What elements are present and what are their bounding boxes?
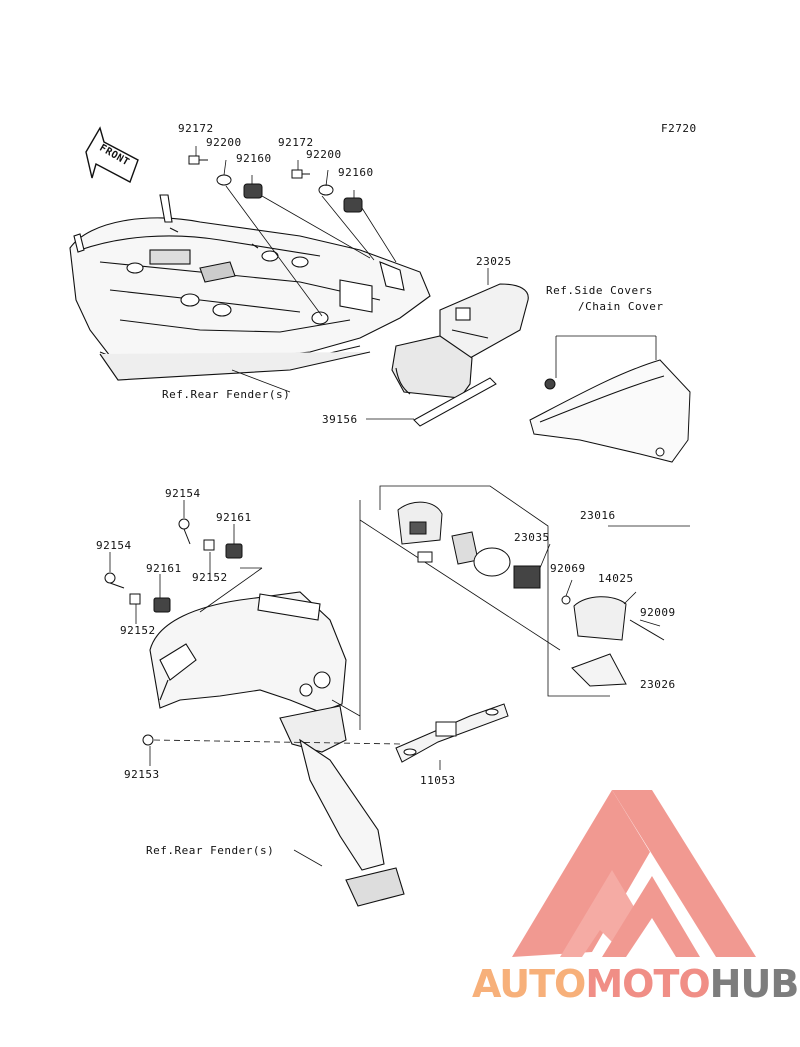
- part-23035[interactable]: 23035: [514, 531, 550, 544]
- leader-lines-top: [195, 146, 489, 420]
- watermark-text: AUTOMOTOHUB: [472, 962, 800, 1006]
- part-92069[interactable]: 92069: [550, 562, 586, 575]
- ref-rear-fender-top[interactable]: Ref.Rear Fender(s): [162, 388, 291, 401]
- license-bracket: [395, 703, 509, 763]
- part-92160-a[interactable]: 92160: [236, 152, 272, 165]
- lamp-box: [359, 485, 690, 730]
- watermark-hub: HUB: [709, 962, 800, 1006]
- watermark-auto: AUTO: [472, 962, 586, 1006]
- ref-rear-fender-bottom[interactable]: Ref.Rear Fender(s): [146, 844, 275, 857]
- part-92153[interactable]: 92153: [124, 768, 160, 781]
- lower-leaders: [109, 500, 441, 867]
- ref-side-covers[interactable]: Ref.Side Covers: [546, 284, 653, 297]
- part-92160-b[interactable]: 92160: [338, 166, 374, 179]
- part-92154-b[interactable]: 92154: [96, 539, 132, 552]
- part-92200-b[interactable]: 92200: [306, 148, 342, 161]
- watermark-logo: [512, 790, 756, 957]
- part-92200-a[interactable]: 92200: [206, 136, 242, 149]
- lamp-parts: [397, 501, 665, 687]
- ref-chain-cover[interactable]: /Chain Cover: [578, 300, 664, 313]
- side-cover: [529, 359, 691, 463]
- lens-strip: [413, 377, 497, 427]
- part-39156[interactable]: 39156: [322, 413, 358, 426]
- part-92172-b[interactable]: 92172: [278, 136, 314, 149]
- fasteners-top: [188, 155, 363, 213]
- part-11053[interactable]: 11053: [420, 774, 456, 787]
- part-14025[interactable]: 14025: [598, 572, 634, 585]
- front-arrow: [85, 126, 139, 183]
- tail-light: [391, 283, 529, 399]
- diagram-code: F2720: [661, 122, 697, 135]
- part-92161-a[interactable]: 92161: [216, 511, 252, 524]
- tail-frame: [69, 194, 431, 381]
- side-cover-leaders: [555, 335, 657, 378]
- part-23016[interactable]: 23016: [580, 509, 616, 522]
- part-23025[interactable]: 23025: [476, 255, 512, 268]
- part-92172-a[interactable]: 92172: [178, 122, 214, 135]
- part-23026[interactable]: 23026: [640, 678, 676, 691]
- rear-fender: [149, 591, 405, 907]
- watermark-moto: MOTO: [585, 962, 710, 1006]
- part-92009[interactable]: 92009: [640, 606, 676, 619]
- part-92152-b[interactable]: 92152: [120, 624, 156, 637]
- lamp-leaders: [539, 543, 661, 627]
- part-92154-a[interactable]: 92154: [165, 487, 201, 500]
- part-92161-b[interactable]: 92161: [146, 562, 182, 575]
- fasteners-lower: [104, 518, 243, 746]
- part-92152-a[interactable]: 92152: [192, 571, 228, 584]
